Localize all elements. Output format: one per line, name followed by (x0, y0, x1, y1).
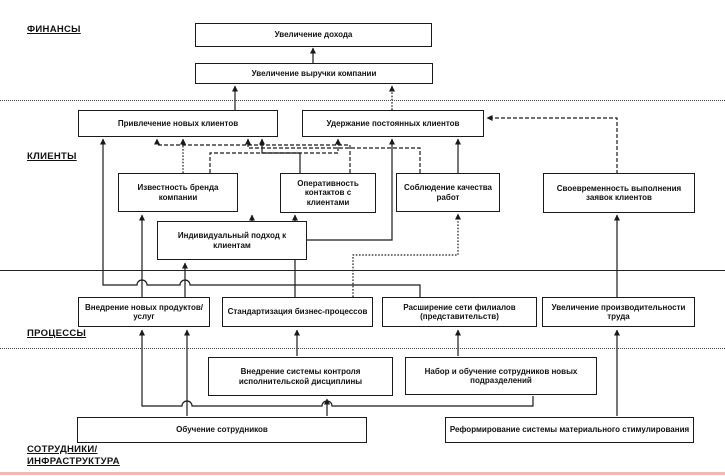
node-standard: Стандартизация бизнес-процессов (222, 297, 373, 327)
node-label: Привлечение новых клиентов (117, 118, 239, 128)
band-label-finance: ФИНАНСЫ (27, 24, 81, 35)
edge-expansion-to-attract (100, 138, 421, 297)
node-quality: Соблюдение качества работ (396, 173, 500, 212)
node-label: Внедрение системы контроля исполнительск… (238, 367, 363, 386)
node-label: Расширение сети филиалов (представительс… (403, 302, 516, 321)
node-label: Обучение сотрудников (176, 425, 268, 435)
node-expansion: Расширение сети филиалов (представительс… (382, 297, 537, 327)
node-label: Увеличение выручки компании (251, 68, 377, 78)
edge-brand-to-retain (209, 138, 341, 173)
band-separator-line (0, 348, 725, 349)
node-recruitment: Набор и обучение сотрудников новых подра… (405, 357, 597, 395)
node-label: Стандартизация бизнес-процессов (227, 307, 368, 317)
edge-contact-to-attract (259, 138, 301, 173)
node-discipline: Внедрение системы контроля исполнительск… (208, 357, 393, 396)
edge-recruitment-to-newprod (139, 329, 534, 407)
node-label: Увеличение дохода (274, 30, 353, 40)
node-productivity: Увеличение производительности труда (542, 297, 695, 327)
edge-standard-to-quality (352, 213, 461, 297)
edge-contact-to-attract (154, 138, 351, 173)
node-label: Набор и обучение сотрудников новых подра… (424, 366, 578, 385)
node-revenue: Увеличение выручки компании (195, 63, 433, 84)
band-label-clients: КЛИЕНТЫ (27, 151, 77, 162)
node-income: Увеличение дохода (195, 23, 432, 47)
node-individual: Индивидуальный подход к клиентам (157, 221, 307, 260)
node-label: Соблюдение качества работ (403, 183, 493, 202)
node-contact: Оперативность контактов с клиентами (280, 173, 376, 213)
node-label: Внедрение новых продуктов/услуг (84, 302, 203, 321)
node-brand: Известность бренда компании (118, 173, 238, 212)
band-label-staff: СОТРУДНИКИ/ ИНФРАСТРУКТУРА (27, 444, 120, 467)
band-separator-line (0, 472, 725, 475)
node-label: Увеличение производительности труда (551, 302, 686, 321)
node-training: Обучение сотрудников (77, 417, 367, 443)
band-separator-line (0, 100, 725, 101)
node-reform: Реформирование системы материального сти… (445, 417, 694, 443)
edge-quality-to-attract (245, 138, 421, 173)
node-label: Оперативность контактов с клиентами (297, 179, 359, 207)
node-retain: Удержание постоянных клиентов (302, 110, 484, 137)
node-newprod: Внедрение новых продуктов/услуг (78, 297, 210, 327)
node-label: Реформирование системы материального сти… (449, 425, 690, 435)
node-label: Своевременность выполнения заявок клиент… (556, 183, 682, 202)
edge-timeliness-to-retain (486, 115, 618, 174)
node-timeliness: Своевременность выполнения заявок клиент… (543, 173, 695, 213)
edge-individual-to-retain (307, 138, 395, 241)
node-label: Индивидуальный подход к клиентам (177, 231, 287, 250)
node-attract: Привлечение новых клиентов (78, 110, 278, 137)
node-label: Известность бренда компании (137, 183, 219, 202)
band-separator-line (0, 270, 725, 271)
band-label-processes: ПРОЦЕССЫ (27, 328, 87, 339)
node-label: Удержание постоянных клиентов (326, 118, 460, 128)
